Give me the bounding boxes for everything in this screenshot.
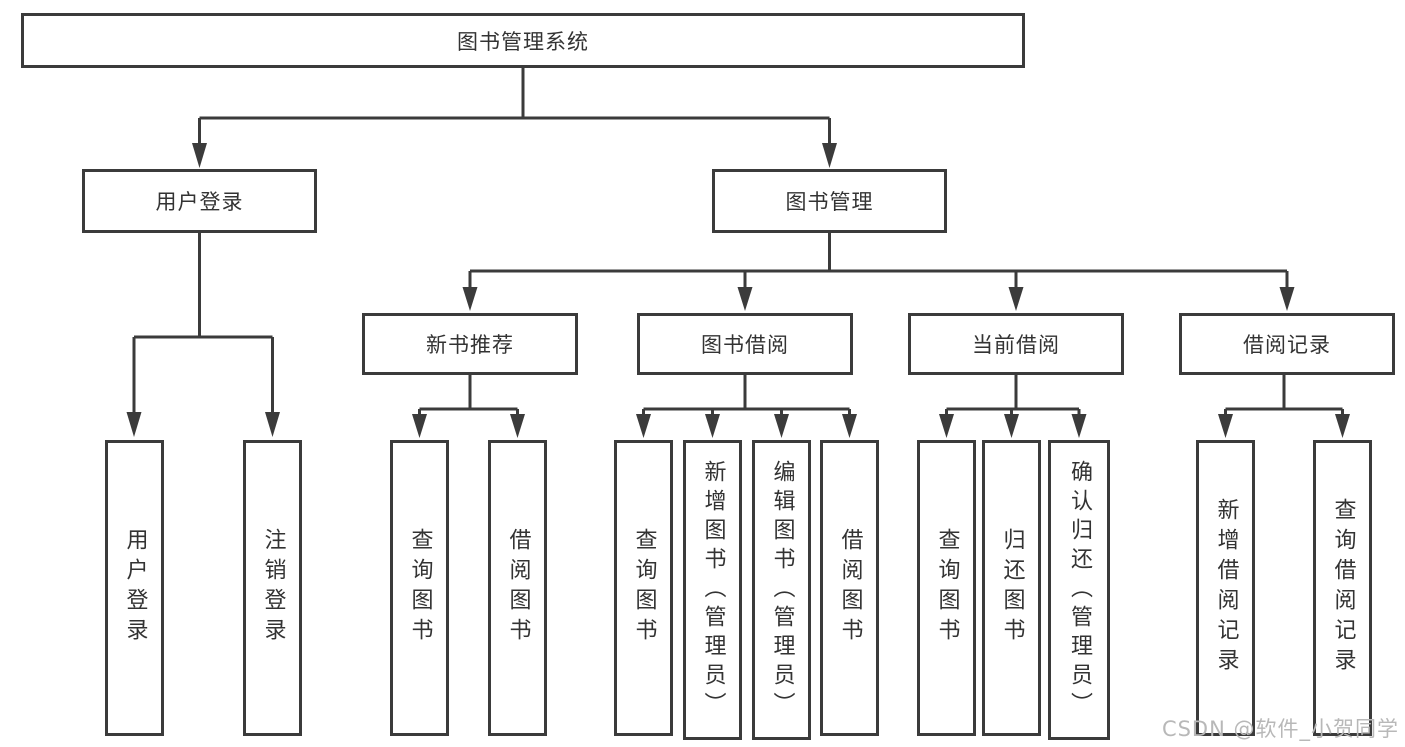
- leaf-user-login: 用户登录: [105, 440, 164, 736]
- node-borrow-record: 借阅记录: [1179, 313, 1395, 375]
- leaf-borrow-edit-book-admin: 编辑图书（管理员）: [752, 440, 811, 740]
- arrow-down-icon: [1004, 414, 1019, 438]
- arrow-down-icon: [126, 412, 142, 437]
- arrow-down-icon: [842, 414, 857, 438]
- leaf-record-query: 查询借阅记录: [1313, 440, 1372, 736]
- arrow-down-icon: [636, 414, 651, 438]
- arrow-down-icon: [822, 143, 837, 168]
- leaf-current-return-book: 归还图书: [982, 440, 1041, 736]
- node-current-borrow: 当前借阅: [908, 313, 1124, 375]
- arrow-down-icon: [462, 287, 478, 311]
- leaf-current-confirm-return-admin: 确认归还（管理员）: [1048, 440, 1110, 740]
- arrow-down-icon: [192, 143, 207, 168]
- arrow-down-icon: [265, 412, 280, 437]
- leaf-current-query-book: 查询图书: [917, 440, 976, 736]
- leaf-newbook-query-book: 查询图书: [390, 440, 449, 736]
- arrow-down-icon: [1218, 414, 1233, 438]
- arrow-down-icon: [737, 287, 753, 311]
- arrow-down-icon: [510, 414, 525, 438]
- leaf-borrow-query-book: 查询图书: [614, 440, 673, 736]
- leaf-newbook-borrow-book: 借阅图书: [488, 440, 547, 736]
- node-new-book-recommend: 新书推荐: [362, 313, 578, 375]
- arrow-down-icon: [1335, 414, 1350, 438]
- csdn-watermark: CSDN @软件_小贺同学: [1161, 717, 1399, 741]
- leaf-logout-login: 注销登录: [243, 440, 302, 736]
- node-user-login: 用户登录: [82, 169, 317, 233]
- arrow-down-icon: [705, 414, 720, 438]
- arrow-down-icon: [1279, 287, 1295, 311]
- leaf-borrow-add-book-admin: 新增图书（管理员）: [683, 440, 742, 740]
- node-book-borrow: 图书借阅: [637, 313, 853, 375]
- node-book-management: 图书管理: [712, 169, 947, 233]
- leaf-record-add: 新增借阅记录: [1196, 440, 1255, 736]
- arrow-down-icon: [774, 414, 789, 438]
- arrow-down-icon: [939, 414, 954, 438]
- arrow-down-icon: [1071, 414, 1087, 438]
- arrow-down-icon: [412, 414, 427, 438]
- arrow-down-icon: [1008, 287, 1024, 311]
- node-root: 图书管理系统: [21, 13, 1025, 68]
- leaf-borrow-borrow-book: 借阅图书: [820, 440, 879, 736]
